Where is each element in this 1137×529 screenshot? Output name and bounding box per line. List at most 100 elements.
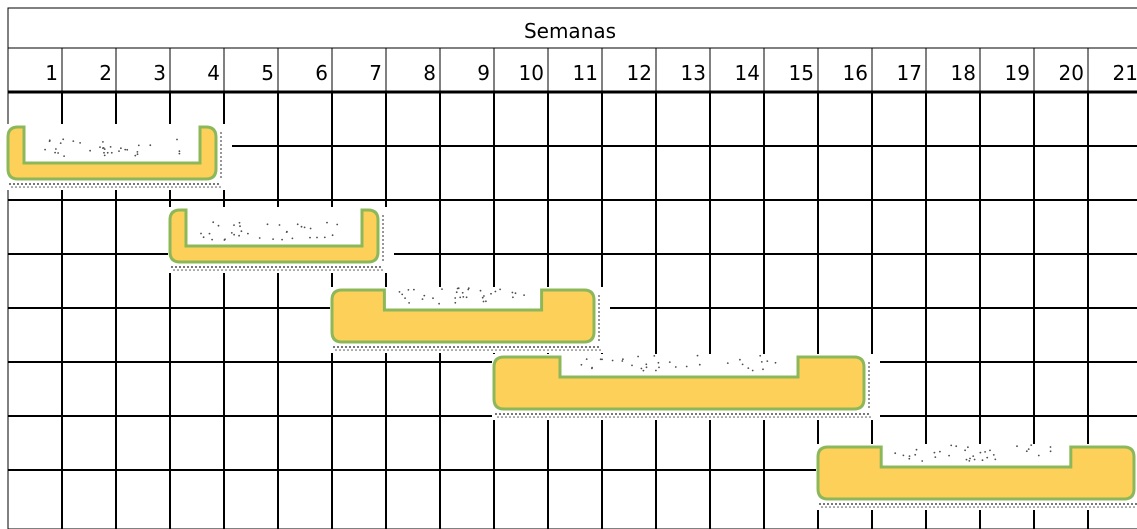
soil-dot [53, 183, 55, 185]
fill-dot [304, 227, 306, 229]
fill-dot [118, 150, 120, 152]
fill-dot [438, 303, 440, 305]
soil-dot [623, 413, 625, 415]
fill-dot [200, 233, 202, 235]
fill-dot [641, 368, 643, 370]
soil-dot [347, 349, 349, 351]
soil-dot [767, 413, 769, 415]
soil-dot [757, 416, 759, 418]
soil-dot [801, 416, 803, 418]
soil-dot [887, 503, 889, 505]
fill-dot [224, 239, 226, 241]
soil-dot [197, 269, 199, 271]
soil-dot [831, 413, 833, 415]
soil-dot [181, 183, 183, 185]
soil-dot [835, 503, 837, 505]
fill-dot [916, 449, 918, 451]
soil-dot [591, 349, 593, 351]
soil-dot [677, 416, 679, 418]
soil-dot [221, 269, 223, 271]
soil-dot [405, 346, 407, 348]
soil-dot [868, 382, 870, 384]
soil-dot [867, 503, 869, 505]
soil-dot [863, 413, 865, 415]
fill-dot [332, 234, 334, 236]
soil-dot [591, 413, 593, 415]
soil-dot [367, 266, 369, 268]
soil-dot [425, 346, 427, 348]
soil-dot [829, 416, 831, 418]
fill-dot [432, 297, 434, 299]
soil-dot [531, 413, 533, 415]
soil-dot [617, 416, 619, 418]
soil-dot [39, 186, 41, 188]
soil-dot [361, 269, 363, 271]
soil-dot [219, 266, 221, 268]
soil-dot [689, 416, 691, 418]
soil-dot [179, 186, 181, 188]
soil-dot [1057, 506, 1059, 508]
soil-dot [365, 269, 367, 271]
soil-dot [179, 266, 181, 268]
soil-dot [243, 266, 245, 268]
soil-dot [67, 186, 69, 188]
soil-dot [1129, 506, 1131, 508]
soil-dot [598, 331, 600, 333]
soil-dot [1001, 506, 1003, 508]
soil-dot [771, 413, 773, 415]
soil-dot [321, 269, 323, 271]
fill-dot [658, 367, 660, 369]
week-label: 3 [153, 61, 166, 85]
fill-dot [286, 231, 288, 233]
soil-dot [821, 506, 823, 508]
soil-dot [803, 413, 805, 415]
fill-dot [247, 233, 249, 235]
soil-dot [353, 346, 355, 348]
soil-dot [769, 416, 771, 418]
soil-dot [73, 183, 75, 185]
soil-dot [661, 416, 663, 418]
soil-dot [223, 266, 225, 268]
soil-dot [153, 183, 155, 185]
soil-dot [535, 413, 537, 415]
soil-dot [357, 269, 359, 271]
soil-dot [411, 349, 413, 351]
soil-dot [435, 349, 437, 351]
soil-dot [1029, 506, 1031, 508]
fill-dot [969, 458, 971, 460]
soil-dot [157, 183, 159, 185]
soil-dot [61, 183, 63, 185]
soil-dot [77, 183, 79, 185]
soil-dot [337, 346, 339, 348]
soil-dot [69, 183, 71, 185]
soil-dot [382, 235, 384, 237]
fill-dot [948, 455, 950, 457]
soil-dot [1045, 506, 1047, 508]
soil-dot [33, 183, 35, 185]
week-label: 14 [735, 61, 760, 85]
soil-dot [1097, 506, 1099, 508]
soil-dot [511, 349, 513, 351]
week-label: 7 [369, 61, 382, 85]
soil-dot [583, 349, 585, 351]
soil-dot [385, 346, 387, 348]
soil-dot [343, 266, 345, 268]
soil-dot [597, 346, 599, 348]
soil-dot [585, 416, 587, 418]
soil-dot [857, 506, 859, 508]
task-4-block [492, 354, 880, 420]
soil-dot [997, 506, 999, 508]
soil-dot [319, 266, 321, 268]
fill-dot [966, 459, 968, 461]
soil-dot [685, 416, 687, 418]
soil-dot [1055, 503, 1057, 505]
fill-dot [483, 295, 485, 297]
soil-dot [515, 413, 517, 415]
fill-dot [989, 450, 991, 452]
soil-dot [203, 186, 205, 188]
soil-dot [868, 386, 870, 388]
fill-dot [675, 366, 677, 368]
soil-dot [139, 186, 141, 188]
soil-dot [573, 416, 575, 418]
soil-dot [199, 186, 201, 188]
